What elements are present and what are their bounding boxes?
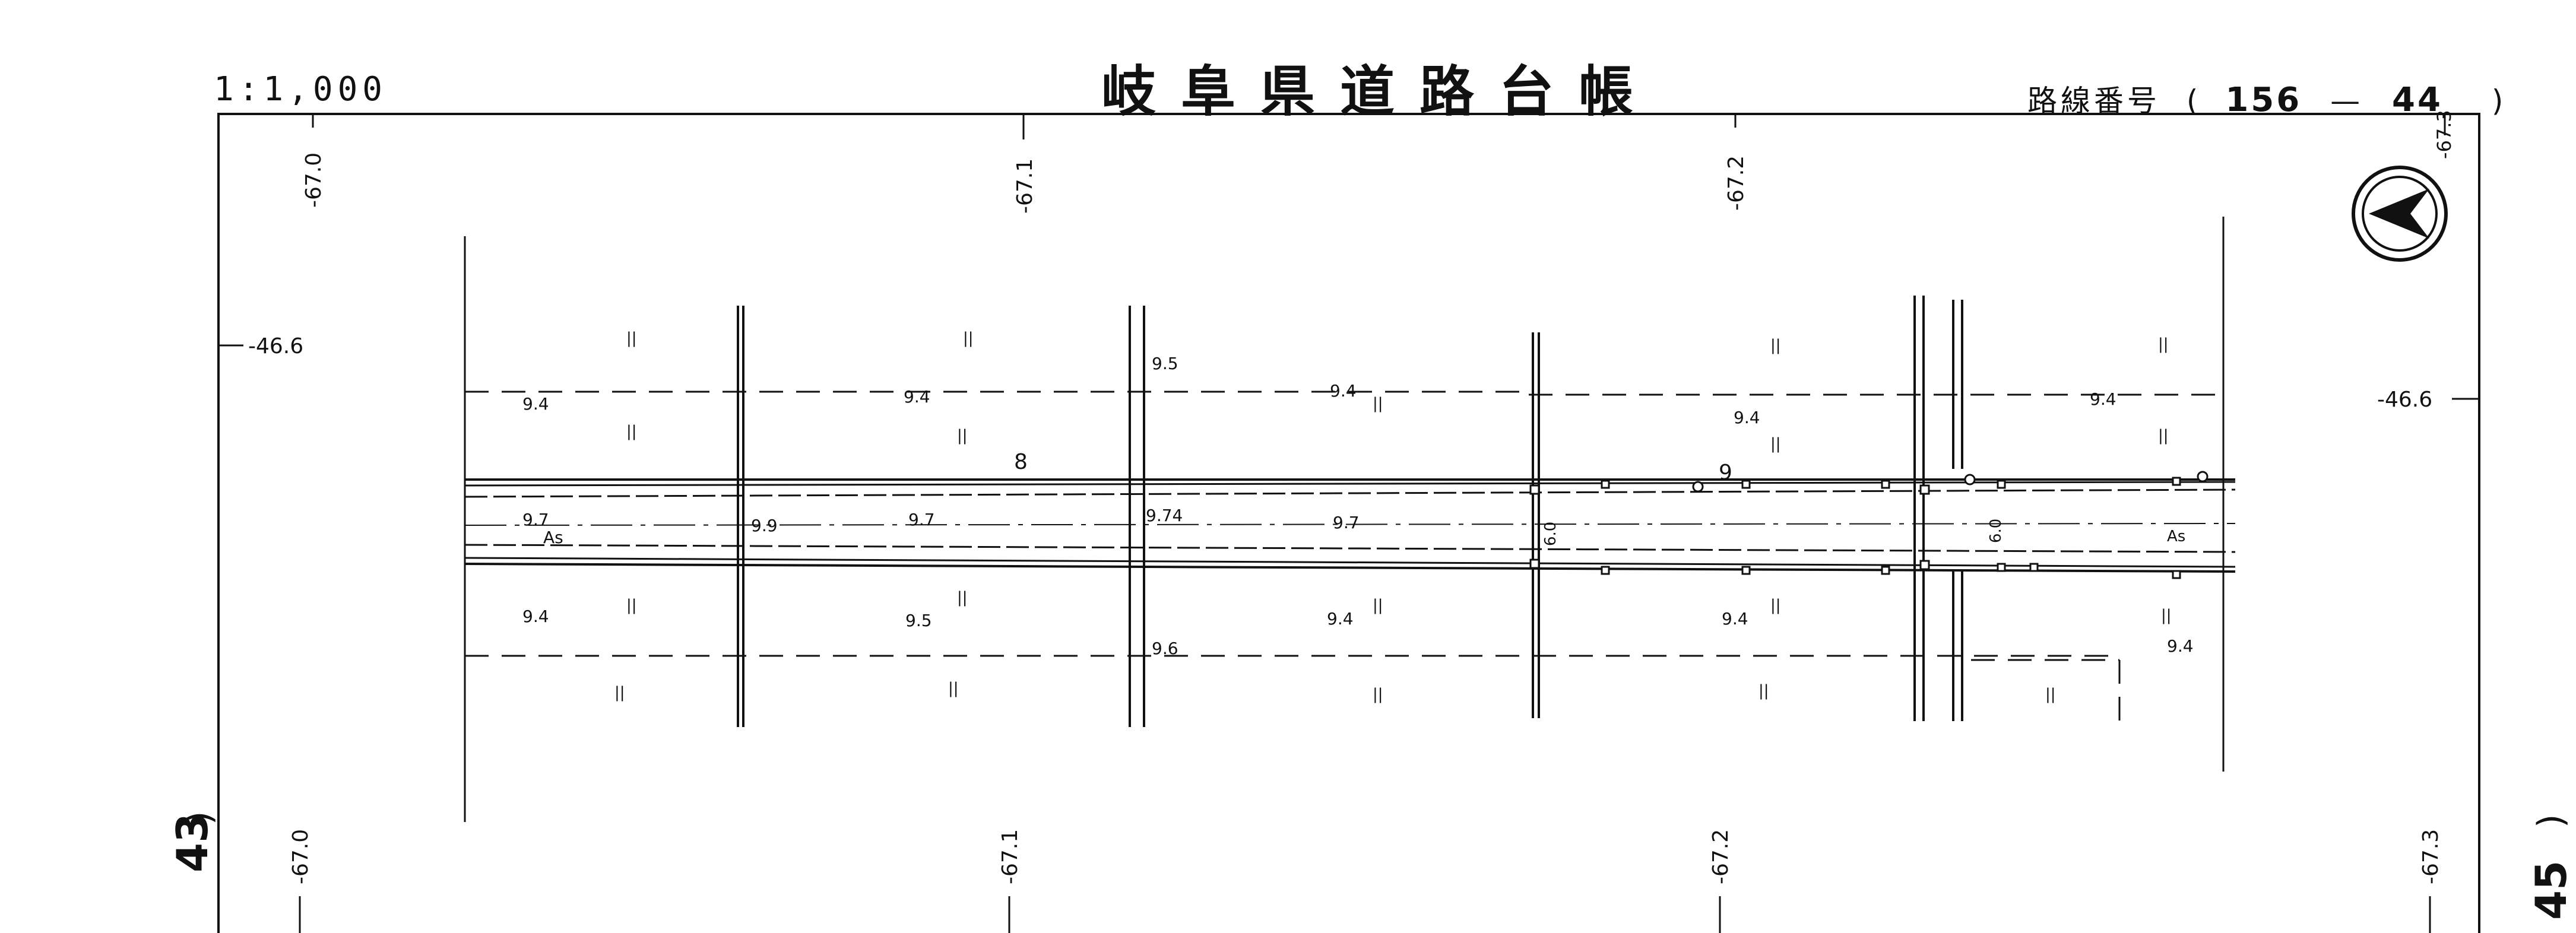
elevation-label: 9.4 [904, 387, 930, 407]
elevation-label: 9.5 [905, 611, 932, 630]
field-mark: || [963, 329, 974, 347]
elevation-label: 9.6 [1152, 639, 1178, 658]
grid-label-bottom: -67.0 [289, 829, 313, 884]
field-marks: || || || || || || || || || || || || || |… [614, 329, 2172, 703]
route-close-paren: ) [2491, 84, 2507, 118]
field-mark: || [2045, 686, 2056, 703]
map-scale: 1:1,000 [214, 70, 388, 109]
grid-label-bottom: -67.2 [1709, 829, 1733, 884]
field-mark: || [1770, 435, 1781, 453]
grid-label-top: -67.2 [1724, 156, 1748, 211]
elevation-label: 9.9 [751, 516, 778, 535]
elevation-label: 9.4 [522, 607, 549, 626]
elevation-label: 9.4 [1327, 609, 1354, 629]
elevation-label: 9.74 [1146, 506, 1183, 525]
elevation-label: 9.4 [1734, 408, 1760, 427]
north-arrow-icon [2352, 166, 2448, 262]
field-mark: || [1373, 686, 1383, 703]
field-mark: || [948, 680, 959, 697]
field-mark: || [626, 423, 637, 440]
grid-label-top: -67.0 [302, 153, 326, 208]
route-open-paren: ( [2186, 84, 2202, 118]
route-dash: — [2330, 84, 2364, 118]
grid-label-bottom: -67.3 [2419, 829, 2443, 884]
field-mark: || [1373, 395, 1383, 412]
field-mark: || [1770, 337, 1781, 354]
elevation-label: 9.4 [1330, 381, 1357, 401]
route-number-label: 路線番号 [2027, 84, 2160, 118]
elevation-label: 9.7 [522, 510, 549, 529]
field-mark: || [1373, 596, 1383, 614]
surface-label: As [543, 528, 563, 547]
elevation-label: 9.7 [1333, 513, 1360, 532]
field-mark: || [626, 596, 637, 614]
grid-label-right: -46.6 [2377, 388, 2432, 412]
main-road [464, 478, 2236, 573]
elevation-labels: 9.4 9.4 9.5 9.4 9.4 9.4 9.7 9.9 9.7 9.74… [522, 354, 2194, 658]
elevation-label: 9.4 [2167, 636, 2194, 656]
grid-label-top: -67.1 [1013, 158, 1037, 214]
grid-label-bottom: -67.1 [998, 829, 1022, 884]
map-frame [217, 113, 2480, 933]
surface-label: As [2167, 528, 2185, 545]
field-mark: || [626, 329, 637, 347]
property-boundary-lines [465, 391, 2223, 730]
grid-label-left: -46.6 [248, 334, 303, 358]
elevation-label: 9.7 [908, 510, 935, 529]
elevation-label: 9.4 [2090, 389, 2116, 409]
field-mark: || [614, 684, 625, 702]
field-mark: || [1758, 682, 1769, 700]
field-mark: || [2161, 607, 2172, 624]
elevation-label: 9.4 [1722, 609, 1748, 629]
field-mark: || [957, 589, 968, 607]
elevation-label: 9.5 [1152, 354, 1178, 373]
point-number: 8 [1014, 450, 1028, 474]
road-width-label: 6.0 [1542, 522, 1560, 546]
elevation-label: 9.4 [522, 394, 549, 414]
field-mark: || [2158, 427, 2169, 445]
grid-label-top: -67.3 [2433, 110, 2455, 159]
road-width-label: 6.0 [1987, 519, 2005, 543]
field-mark: || [1770, 596, 1781, 614]
field-mark: || [2158, 335, 2169, 353]
utility-markers [1529, 471, 2209, 579]
cross-streets [737, 296, 1963, 727]
point-number: 9 [1719, 461, 1732, 485]
field-mark: || [957, 427, 968, 445]
